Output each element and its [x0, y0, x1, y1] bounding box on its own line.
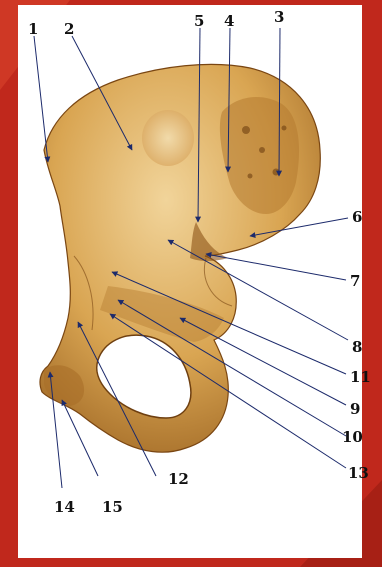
label-4: 4: [224, 12, 234, 30]
label-8: 8: [352, 338, 362, 356]
texture-dot: [273, 169, 280, 176]
iliac-fossa-highlight: [142, 110, 194, 166]
texture-dot: [242, 126, 250, 134]
label-5: 5: [194, 12, 204, 30]
label-6: 6: [352, 208, 362, 226]
label-1: 1: [28, 20, 38, 38]
label-12: 12: [168, 470, 189, 488]
label-9: 9: [350, 400, 360, 418]
label-14: 14: [54, 498, 75, 516]
texture-dot: [248, 174, 253, 179]
label-13: 13: [348, 464, 369, 482]
label-11: 11: [350, 368, 371, 386]
label-15: 15: [102, 498, 123, 516]
label-3: 3: [274, 8, 284, 26]
label-7: 7: [350, 272, 360, 290]
texture-dot: [259, 147, 265, 153]
texture-dot: [282, 126, 287, 131]
label-2: 2: [64, 20, 74, 38]
label-10: 10: [342, 428, 363, 446]
